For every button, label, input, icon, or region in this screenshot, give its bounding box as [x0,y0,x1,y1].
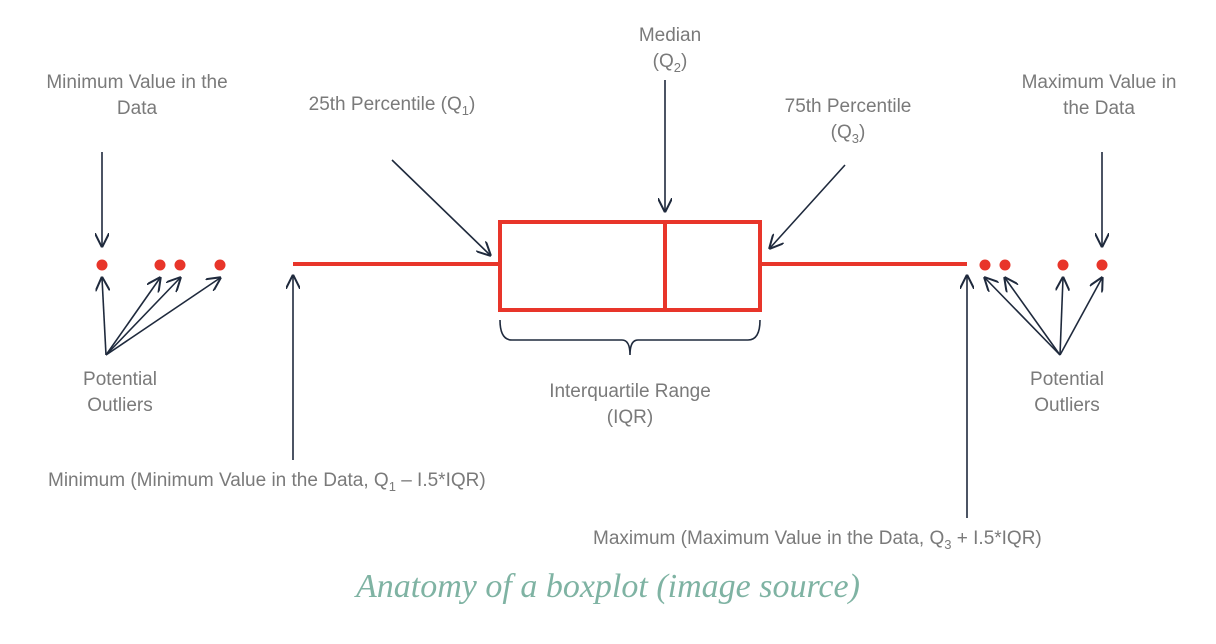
outlier-point [999,259,1011,271]
q3-label-symbol: (Q3) [831,122,866,146]
arrow [102,278,106,356]
q3-label-title: 75th Percentile [785,96,912,117]
annotation-arrows [102,80,1102,518]
outlier-point [154,259,166,271]
q1-label: 25th Percentile (Q1) [309,94,476,118]
median-label-title: Median [639,25,701,46]
arrow [985,278,1061,356]
arrow [105,278,160,356]
iqr-box [498,220,762,312]
figure-caption: Anatomy of a boxplot (image source) [356,568,860,605]
outlier-point [1057,259,1069,271]
iqr-label: Interquartile Range(IQR) [549,381,711,428]
outlier-point [979,259,991,271]
arrow [1005,278,1061,356]
outlier-point [214,259,226,271]
arrow [1059,278,1102,356]
arrow [105,278,180,356]
median-label-symbol: (Q2) [653,51,688,75]
iqr-brace [499,319,761,356]
arrow [1060,278,1063,356]
minimum-label: Minimum (Minimum Value in the Data, Q1 –… [48,470,486,494]
outlier-point [1096,259,1108,271]
arrow [770,164,846,248]
outlier-point [174,259,186,271]
outlier-point [96,259,108,271]
arrow [391,159,490,255]
arrow [105,278,220,356]
maximum-label: Maximum (Maximum Value in the Data, Q3 +… [593,528,1042,552]
